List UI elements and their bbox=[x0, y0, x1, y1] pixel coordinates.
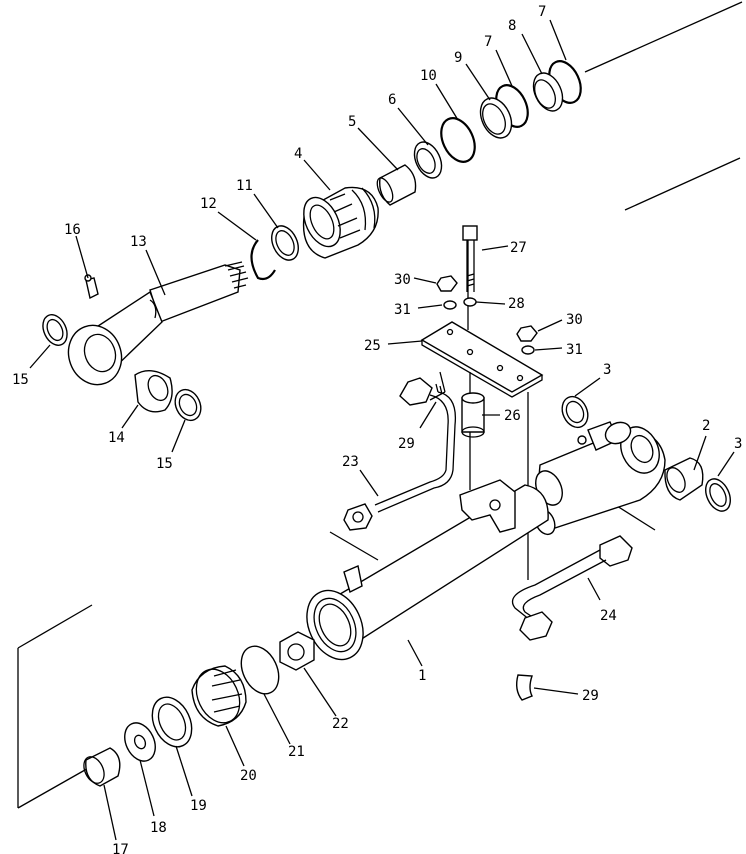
piston-4 bbox=[302, 186, 379, 259]
clamp-29 bbox=[515, 674, 533, 701]
callout-28: 28 bbox=[508, 296, 525, 312]
bushing-5 bbox=[379, 164, 417, 206]
bolt-27-head bbox=[462, 225, 478, 241]
seal-stack bbox=[376, 60, 582, 206]
lower-seal-stack bbox=[83, 645, 280, 787]
callout-2: 2 bbox=[702, 418, 710, 434]
ring-9 bbox=[479, 97, 513, 139]
nut-22 bbox=[279, 631, 315, 671]
callout-16: 16 bbox=[64, 222, 81, 238]
callout-5: 5 bbox=[348, 114, 356, 130]
cylinder-tube-1 bbox=[306, 479, 549, 661]
callout-7-right: 7 bbox=[538, 4, 546, 20]
nut-30-right bbox=[516, 325, 538, 342]
callout-30-left: 30 bbox=[394, 272, 411, 288]
tube-23 bbox=[343, 377, 457, 531]
clevis-bracket bbox=[459, 479, 516, 533]
callout-26: 26 bbox=[504, 408, 521, 424]
tube-24 bbox=[511, 535, 633, 701]
rod-eye-parts bbox=[42, 314, 202, 422]
spacer-26 bbox=[461, 392, 485, 438]
washer-31-right bbox=[521, 345, 535, 355]
callout-17: 17 bbox=[112, 842, 129, 854]
callout-29-lower: 29 bbox=[582, 688, 599, 704]
callout-11: 11 bbox=[236, 178, 253, 194]
callout-1: 1 bbox=[418, 668, 426, 684]
callout-20: 20 bbox=[240, 768, 257, 784]
ring-20 bbox=[151, 696, 193, 748]
callout-4: 4 bbox=[294, 146, 302, 162]
callout-27: 27 bbox=[510, 240, 527, 256]
elbow-fitting bbox=[399, 377, 433, 406]
ring-21 bbox=[240, 645, 280, 695]
callout-10: 10 bbox=[420, 68, 437, 84]
washer-28 bbox=[463, 297, 477, 307]
callout-30-right: 30 bbox=[566, 312, 583, 328]
callout-3-right: 3 bbox=[734, 436, 742, 452]
nut-30-left bbox=[436, 275, 458, 292]
callout-14: 14 bbox=[108, 430, 125, 446]
callout-31-right: 31 bbox=[566, 342, 583, 358]
hardware-top bbox=[436, 225, 538, 355]
callout-22: 22 bbox=[332, 716, 349, 732]
leader-lines bbox=[29, 19, 735, 841]
callout-18: 18 bbox=[150, 820, 167, 836]
callout-19: 19 bbox=[190, 798, 207, 814]
seal-3-right bbox=[705, 478, 731, 512]
seal-15-upper bbox=[42, 314, 68, 346]
callout-9: 9 bbox=[454, 50, 462, 66]
callout-3-upper: 3 bbox=[603, 362, 611, 378]
callout-21: 21 bbox=[288, 744, 305, 760]
bushing-14 bbox=[134, 370, 173, 413]
callout-8: 8 bbox=[508, 18, 516, 34]
callout-labels: 1 2 3 3 4 5 6 7 7 8 9 10 11 12 13 14 15 … bbox=[12, 4, 742, 854]
callout-23: 23 bbox=[342, 454, 359, 470]
elbow-fitting-24 bbox=[519, 611, 553, 641]
callout-6: 6 bbox=[388, 92, 396, 108]
callout-7-left: 7 bbox=[484, 34, 492, 50]
port-block bbox=[343, 565, 363, 593]
bracket-plate-25 bbox=[420, 321, 544, 398]
callout-29-upper: 29 bbox=[398, 436, 415, 452]
ring-10 bbox=[440, 117, 476, 163]
rings-11-12 bbox=[250, 225, 299, 281]
tube-nut-24 bbox=[599, 535, 633, 567]
callout-25: 25 bbox=[364, 338, 381, 354]
tube-nut-23 bbox=[343, 503, 373, 531]
seal-3-upper bbox=[561, 395, 589, 429]
callout-24: 24 bbox=[600, 608, 617, 624]
seal-15-lower bbox=[174, 388, 202, 422]
callout-15-left: 15 bbox=[12, 372, 29, 388]
washer-31-left bbox=[443, 300, 457, 310]
bearing-11 bbox=[271, 225, 299, 261]
callout-13: 13 bbox=[130, 234, 147, 250]
cylinder-head bbox=[534, 395, 731, 536]
rod-13 bbox=[67, 261, 249, 386]
callout-31-left: 31 bbox=[394, 302, 411, 318]
callout-15-lower: 15 bbox=[156, 456, 173, 472]
snap-ring-12 bbox=[250, 239, 276, 281]
washer-18 bbox=[124, 722, 156, 762]
callout-12: 12 bbox=[200, 196, 217, 212]
frame-lines bbox=[17, 1, 743, 809]
